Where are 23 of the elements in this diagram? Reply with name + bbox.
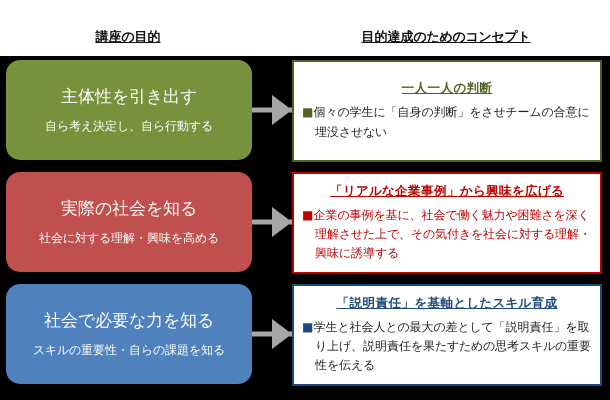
concept-title: 「説明責任」を基軸としたスキル育成 [336, 294, 558, 312]
goal-title: 実際の社会を知る [61, 198, 197, 220]
arrow [252, 319, 292, 349]
goal-subtitle: 社会に対する理解・興味を高める [39, 230, 219, 247]
goal-title: 社会で必要な力を知る [44, 310, 214, 332]
goal-box [6, 172, 252, 272]
goal-subtitle: スキルの重要性・自らの課題を知る [33, 342, 225, 359]
column-heading: 目的達成のためのコンセプト [362, 28, 530, 46]
concept-title: 「リアルな企業事例」から興味を広げる [330, 182, 564, 200]
goal-box [6, 60, 252, 160]
concept-box [292, 60, 602, 162]
concept-box [292, 172, 602, 274]
concept-title: 一人一人の判断 [402, 80, 492, 98]
concept-description: ■個々の学生に「自身の判断」をさせチームの合意に埋没させない [302, 104, 590, 140]
goal-title: 主体性を引き出す [61, 86, 197, 108]
goal-subtitle: 自ら考え決定し、自ら行動する [45, 118, 213, 135]
concept-box [292, 284, 602, 386]
arrow [252, 95, 292, 125]
concept-description: ■企業の事例を基に、社会で働く魅力や困難さを深く理解させた上で、その気付きを社会に対する理解・興味に誘導する [302, 206, 592, 262]
goal-box [6, 284, 252, 384]
concept-description: ■学生と社会人との最大の差として「説明責任」を取り上げ、説明責任を果たすための思考スキルの重要性を伝える [302, 318, 592, 374]
arrow [252, 207, 292, 237]
column-heading: 講座の目的 [96, 28, 160, 46]
